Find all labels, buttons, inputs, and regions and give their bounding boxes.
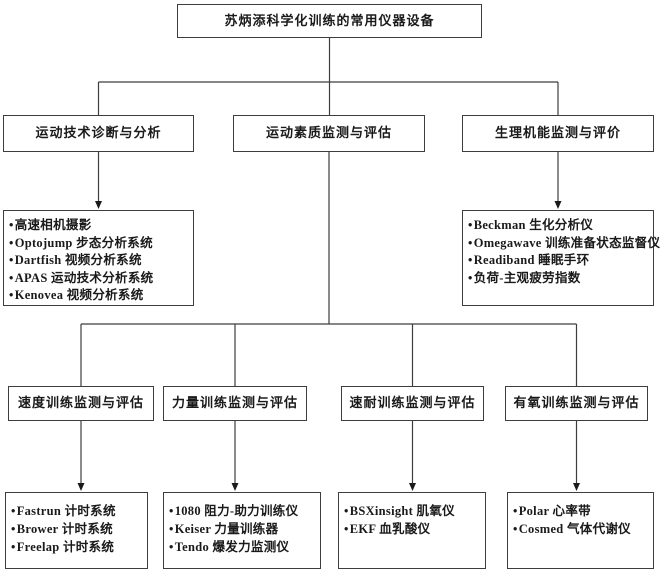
list-item-label: 1080 阻力-助力训练仪 <box>174 504 299 518</box>
node-aerobic-training: 有氧训练监测与评估 <box>505 386 648 421</box>
aerobic-training-label: 有氧训练监测与评估 <box>513 395 640 411</box>
list-item: •APAS 运动技术分析系统 <box>9 270 189 288</box>
strength-training-label: 力量训练监测与评估 <box>171 395 298 411</box>
technique-diagnosis-label: 运动技术诊断与分析 <box>35 125 162 141</box>
list-item-label: Tendo 爆发力监测仪 <box>174 540 290 554</box>
speed-endurance-training-label: 速耐训练监测与评估 <box>349 395 476 411</box>
list-item-label: Kenovea 视频分析系统 <box>14 288 144 303</box>
bullet-icon: • <box>169 522 174 536</box>
bullet-icon: • <box>468 218 473 232</box>
list-item: •Brower 计时系统 <box>11 520 143 538</box>
list-item-label: Optojump 步态分析系统 <box>14 235 153 250</box>
bullet-icon: • <box>11 540 16 554</box>
node-physiology-monitoring: 生理机能监测与评价 <box>462 115 654 152</box>
bullet-icon: • <box>9 253 14 268</box>
list-item-label: Readiband 睡眠手环 <box>473 253 590 268</box>
list-item-label: 高速相机摄影 <box>14 218 92 232</box>
bullet-icon: • <box>344 504 349 518</box>
node-strength-training: 力量训练监测与评估 <box>163 386 307 421</box>
list-item-label: Cosmed 气体代谢仪 <box>518 522 631 536</box>
list-item: •Kenovea 视频分析系统 <box>9 287 189 305</box>
list-item: •Fastrun 计时系统 <box>11 502 143 520</box>
list-item-label: 负荷-主观疲劳指数 <box>473 270 581 285</box>
list-item-label: Beckman 生化分析仪 <box>473 218 594 232</box>
list-item: •Readiband 睡眠手环 <box>468 252 649 270</box>
root-title-label: 苏炳添科学化训练的常用仪器设备 <box>224 12 435 28</box>
bullet-icon: • <box>9 218 14 232</box>
bullet-icon: • <box>513 504 518 518</box>
list-strength-instruments: •1080 阻力-助力训练仪 •Keiser 力量训练器 •Tendo 爆发力监… <box>163 492 321 569</box>
bullet-icon: • <box>169 504 174 518</box>
bullet-icon: • <box>468 253 473 268</box>
list-technique-instruments: •高速相机摄影 •Optojump 步态分析系统 •Dartfish 视频分析系… <box>3 210 194 306</box>
node-speed-endurance-training: 速耐训练监测与评估 <box>341 386 484 421</box>
list-item: •Optojump 步态分析系统 <box>9 235 189 253</box>
list-item: •EKF 血乳酸仪 <box>344 520 481 538</box>
list-item-label: Keiser 力量训练器 <box>174 522 279 536</box>
node-speed-training: 速度训练监测与评估 <box>8 386 154 421</box>
physiology-monitoring-label: 生理机能监测与评价 <box>494 125 621 141</box>
list-item-label: Polar 心率带 <box>518 504 591 518</box>
bullet-icon: • <box>169 540 174 554</box>
node-root-title: 苏炳添科学化训练的常用仪器设备 <box>177 4 482 38</box>
list-item: •1080 阻力-助力训练仪 <box>169 502 316 520</box>
bullet-icon: • <box>11 522 16 536</box>
list-item-label: APAS 运动技术分析系统 <box>14 270 154 285</box>
list-item: •Beckman 生化分析仪 <box>468 217 649 235</box>
node-technique-diagnosis: 运动技术诊断与分析 <box>3 115 194 152</box>
list-physiology-instruments: •Beckman 生化分析仪 •Omegawave 训练准备状态监督仪 •Rea… <box>462 210 660 306</box>
list-item: •负荷-主观疲劳指数 <box>468 270 649 288</box>
speed-training-label: 速度训练监测与评估 <box>17 395 144 411</box>
list-item: •Freelap 计时系统 <box>11 538 143 556</box>
list-speed-instruments: •Fastrun 计时系统 •Brower 计时系统 •Freelap 计时系统 <box>5 492 148 569</box>
node-quality-monitoring: 运动素质监测与评估 <box>233 115 425 152</box>
bullet-icon: • <box>468 270 473 285</box>
list-item-label: Freelap 计时系统 <box>16 540 115 554</box>
list-aerobic-instruments: •Polar 心率带 •Cosmed 气体代谢仪 <box>507 492 654 569</box>
bullet-icon: • <box>11 504 16 518</box>
bullet-icon: • <box>344 522 349 536</box>
bullet-icon: • <box>513 522 518 536</box>
list-item: •Omegawave 训练准备状态监督仪 <box>468 235 660 253</box>
quality-monitoring-label: 运动素质监测与评估 <box>265 125 392 141</box>
list-item: •Cosmed 气体代谢仪 <box>513 520 649 538</box>
list-item-label: Brower 计时系统 <box>16 522 113 536</box>
list-item: •Keiser 力量训练器 <box>169 520 316 538</box>
list-item: •BSXinsight 肌氧仪 <box>344 502 481 520</box>
bullet-icon: • <box>9 270 14 285</box>
list-item-label: EKF 血乳酸仪 <box>349 522 431 536</box>
bullet-icon: • <box>9 288 14 303</box>
bullet-icon: • <box>9 235 14 250</box>
list-item-label: Dartfish 视频分析系统 <box>14 253 142 268</box>
list-item-label: Omegawave 训练准备状态监督仪 <box>473 235 660 250</box>
list-item: •Dartfish 视频分析系统 <box>9 252 189 270</box>
list-item: •Tendo 爆发力监测仪 <box>169 538 316 556</box>
list-item-label: Fastrun 计时系统 <box>16 504 116 518</box>
list-speed-endurance-instruments: •BSXinsight 肌氧仪 •EKF 血乳酸仪 <box>338 492 486 569</box>
list-item-label: BSXinsight 肌氧仪 <box>349 504 455 518</box>
list-item: •Polar 心率带 <box>513 502 649 520</box>
bullet-icon: • <box>468 235 473 250</box>
list-item: •高速相机摄影 <box>9 217 189 235</box>
